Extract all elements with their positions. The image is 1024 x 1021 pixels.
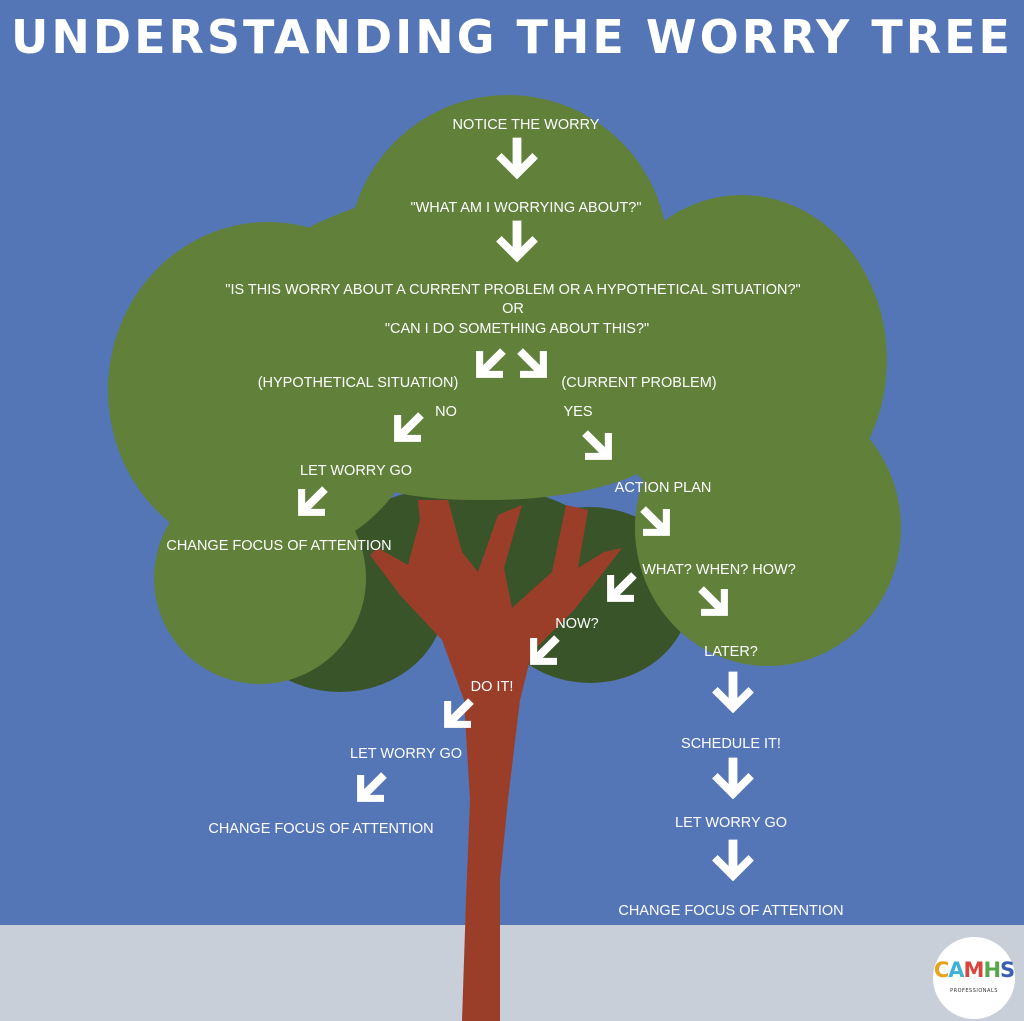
node-yes: YES xyxy=(563,404,593,420)
camhs-logo-subtitle: PROFESSIONALS xyxy=(950,988,998,994)
arrow-down-icon xyxy=(712,671,754,714)
tree-trunk xyxy=(370,500,622,1021)
arrow-down-left-icon xyxy=(357,772,387,802)
arrow-down-right-icon xyxy=(517,348,547,378)
node-no: NO xyxy=(435,404,457,420)
camhs-logo-letters: CAMHS xyxy=(933,958,1015,982)
camhs-logo: CAMHS PROFESSIONALS xyxy=(933,937,1015,1019)
node-schedule-it: SCHEDULE IT! xyxy=(681,736,781,752)
arrow-down-right-icon xyxy=(582,430,612,460)
node-let-worry-go-3: LET WORRY GO xyxy=(675,815,787,831)
node-action-plan: ACTION PLAN xyxy=(614,480,712,496)
arrow-down-left-icon xyxy=(298,486,328,516)
node-question-current-or-hypothetical: "IS THIS WORRY ABOUT A CURRENT PROBLEM O… xyxy=(225,282,801,298)
arrow-down-left-icon xyxy=(476,348,506,378)
node-change-focus-3: CHANGE FOCUS OF ATTENTION xyxy=(618,903,844,919)
node-what-when-how: WHAT? WHEN? HOW? xyxy=(642,562,796,578)
node-or: OR xyxy=(502,301,524,317)
node-let-worry-go-2: LET WORRY GO xyxy=(350,746,462,762)
arrow-down-icon xyxy=(496,137,538,180)
flow-arrows xyxy=(298,137,754,882)
node-what-worrying: "WHAT AM I WORRYING ABOUT?" xyxy=(410,200,642,216)
arrow-down-icon xyxy=(496,220,538,263)
arrow-down-left-icon xyxy=(394,412,424,442)
logo-letter: A xyxy=(948,958,964,982)
logo-letter: H xyxy=(983,958,1001,982)
node-later: LATER? xyxy=(704,644,758,660)
node-do-it: DO IT! xyxy=(470,679,514,695)
ground xyxy=(0,925,1024,1021)
node-question-can-i-do: "CAN I DO SOMETHING ABOUT THIS?" xyxy=(384,321,650,337)
logo-letter: S xyxy=(1000,958,1015,982)
arrow-down-right-icon xyxy=(698,586,728,616)
arrow-down-left-icon xyxy=(444,698,474,728)
arrow-down-right-icon xyxy=(640,506,670,536)
arrow-down-icon xyxy=(712,757,754,800)
logo-letter: M xyxy=(963,958,985,982)
node-let-worry-go-1: LET WORRY GO xyxy=(300,463,412,479)
node-current-problem: (CURRENT PROBLEM) xyxy=(561,375,717,391)
node-change-focus-2: CHANGE FOCUS OF ATTENTION xyxy=(208,821,434,837)
canopy xyxy=(108,95,901,684)
node-change-focus-1: CHANGE FOCUS OF ATTENTION xyxy=(166,538,392,554)
node-hypothetical: (HYPOTHETICAL SITUATION) xyxy=(257,375,459,391)
node-now: NOW? xyxy=(555,616,599,632)
arrow-down-left-icon xyxy=(530,635,560,665)
page-title: UNDERSTANDING THE WORRY TREE xyxy=(11,10,1013,64)
node-notice-worry: NOTICE THE WORRY xyxy=(452,117,600,133)
logo-letter: C xyxy=(933,958,949,982)
arrow-down-icon xyxy=(712,839,754,882)
arrow-down-left-icon xyxy=(607,572,637,602)
